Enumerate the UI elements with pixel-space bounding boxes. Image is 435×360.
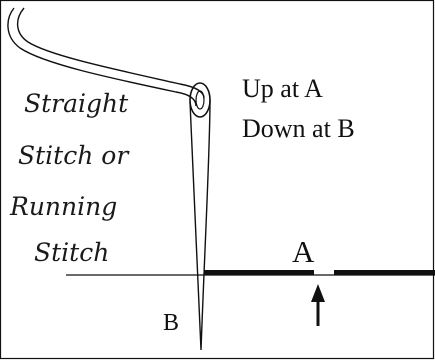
- needle-shaft: [189, 99, 211, 351]
- script-title-line2: Stitch or: [18, 141, 130, 170]
- thread-outer-curve: [7, 7, 197, 107]
- script-title-line1: Straight: [24, 89, 129, 118]
- script-title-line4: Stitch: [34, 238, 109, 267]
- stitch-left: [204, 270, 314, 275]
- thread-inner-curve: [17, 7, 205, 99]
- needle-eye: [189, 82, 211, 118]
- stitch-right: [334, 270, 435, 275]
- script-title-line3: Running: [9, 192, 117, 221]
- arrow-up-icon: [311, 284, 325, 302]
- instruction-line1: Up at A: [242, 74, 323, 103]
- needle-eye-inner: [195, 90, 205, 110]
- instruction-line2: Down at B: [242, 114, 355, 143]
- label-a: A: [292, 234, 315, 269]
- label-b: B: [163, 310, 179, 336]
